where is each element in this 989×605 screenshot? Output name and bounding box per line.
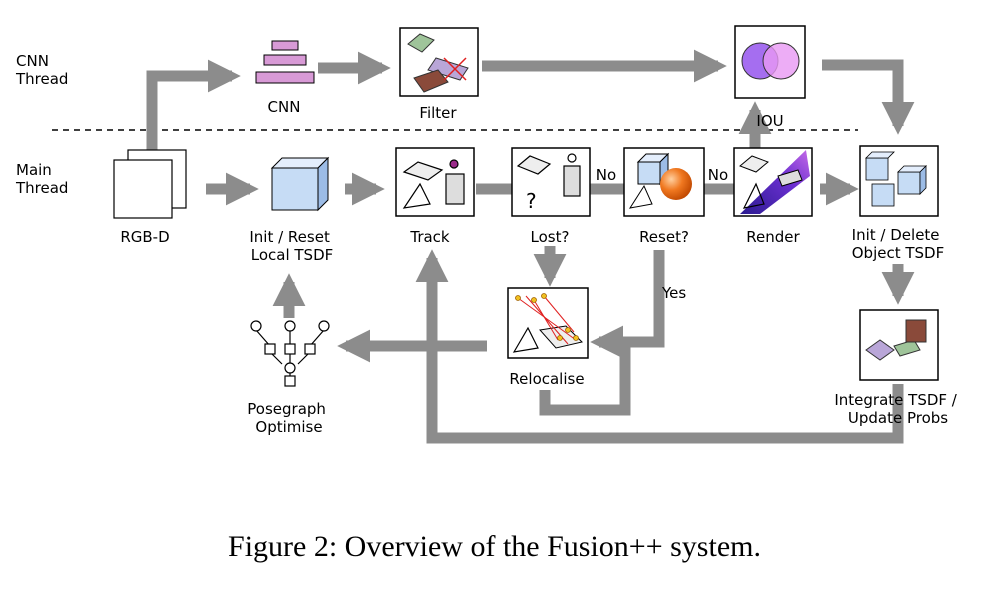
filter-node — [399, 27, 479, 97]
fusion-system-diagram: CNN Thread Main Thread CNN Filter IOU — [15, 25, 961, 444]
init-object-label: Init / Delete Object TSDF — [852, 226, 945, 262]
rgbd-label: RGB-D — [120, 228, 169, 246]
relocalise-node — [507, 287, 589, 359]
cnn-thread-label: CNN Thread — [15, 52, 68, 88]
iou-node — [734, 25, 806, 99]
cnn-label: CNN — [268, 98, 301, 116]
iou-icon — [741, 42, 800, 80]
reset-label: Reset? — [639, 228, 689, 246]
integrate-node — [859, 309, 939, 381]
render-node — [733, 147, 813, 217]
lost-label: Lost? — [531, 228, 570, 246]
arrow-iou-to-object — [822, 59, 915, 135]
lost-icon — [516, 153, 581, 197]
arrow-reset-to-relocalise — [590, 250, 665, 359]
init-local-label: Init / Reset Local TSDF — [249, 228, 334, 264]
relocalise-icon — [512, 293, 583, 353]
arrow-rgbd-to-cnn — [146, 59, 241, 150]
integrate-icon — [865, 319, 927, 361]
track-node — [395, 147, 475, 217]
track-label: Track — [409, 228, 450, 246]
edge-yes-reset-relocalise: Yes — [661, 284, 686, 302]
reset-icon — [628, 152, 692, 209]
object-tsdf-node — [859, 145, 939, 217]
relocalise-label: Relocalise — [509, 370, 584, 388]
posegraph-label: Posegraph Optimise — [247, 400, 330, 436]
lost-node: ? — [511, 147, 591, 217]
local-tsdf-cube-icon — [270, 156, 330, 212]
integrate-label: Integrate TSDF / Update Probs — [834, 391, 961, 427]
edge-no-reset-render: No — [708, 166, 728, 184]
arrows — [146, 49, 915, 444]
render-label: Render — [746, 228, 800, 246]
question-mark: ? — [526, 189, 537, 213]
filter-label: Filter — [419, 104, 457, 122]
edge-no-lost-reset: No — [596, 166, 616, 184]
posegraph-tree-icon — [250, 320, 330, 387]
arrow-integrate-to-track — [415, 249, 904, 444]
iou-label: IOU — [756, 112, 783, 130]
rgbd-frames-icon — [113, 149, 187, 219]
main-thread-label: Main Thread — [15, 161, 68, 197]
reset-node — [623, 147, 705, 217]
filter-icon — [407, 33, 469, 93]
track-icon — [402, 159, 465, 209]
arrow-relocalise-loop — [539, 342, 631, 416]
object-cubes-icon — [865, 151, 927, 207]
figure-caption: Figure 2: Overview of the Fusion++ syste… — [228, 530, 761, 563]
render-icon — [739, 150, 810, 214]
cnn-icon — [255, 40, 315, 84]
